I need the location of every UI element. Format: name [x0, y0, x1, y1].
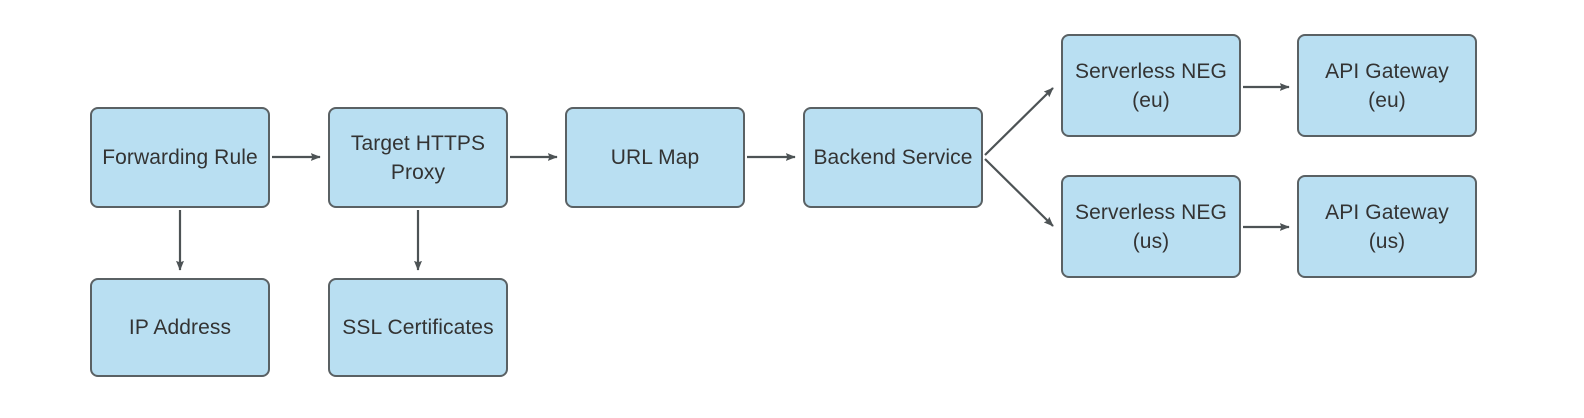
node-url-map[interactable]: URL Map — [565, 107, 745, 208]
node-api-gateway-us[interactable]: API Gateway (us) — [1297, 175, 1477, 278]
edge-backend-service-to-serverless-neg-us — [984, 158, 1054, 227]
edge-backend-service-to-serverless-neg-eu — [984, 87, 1054, 156]
node-target-https-proxy[interactable]: Target HTTPS Proxy — [328, 107, 508, 208]
node-forwarding-rule[interactable]: Forwarding Rule — [90, 107, 270, 208]
node-serverless-neg-us[interactable]: Serverless NEG (us) — [1061, 175, 1241, 278]
node-serverless-neg-eu[interactable]: Serverless NEG (eu) — [1061, 34, 1241, 137]
node-ssl-certificates[interactable]: SSL Certificates — [328, 278, 508, 377]
node-api-gateway-eu[interactable]: API Gateway (eu) — [1297, 34, 1477, 137]
node-ip-address[interactable]: IP Address — [90, 278, 270, 377]
node-backend-service[interactable]: Backend Service — [803, 107, 983, 208]
